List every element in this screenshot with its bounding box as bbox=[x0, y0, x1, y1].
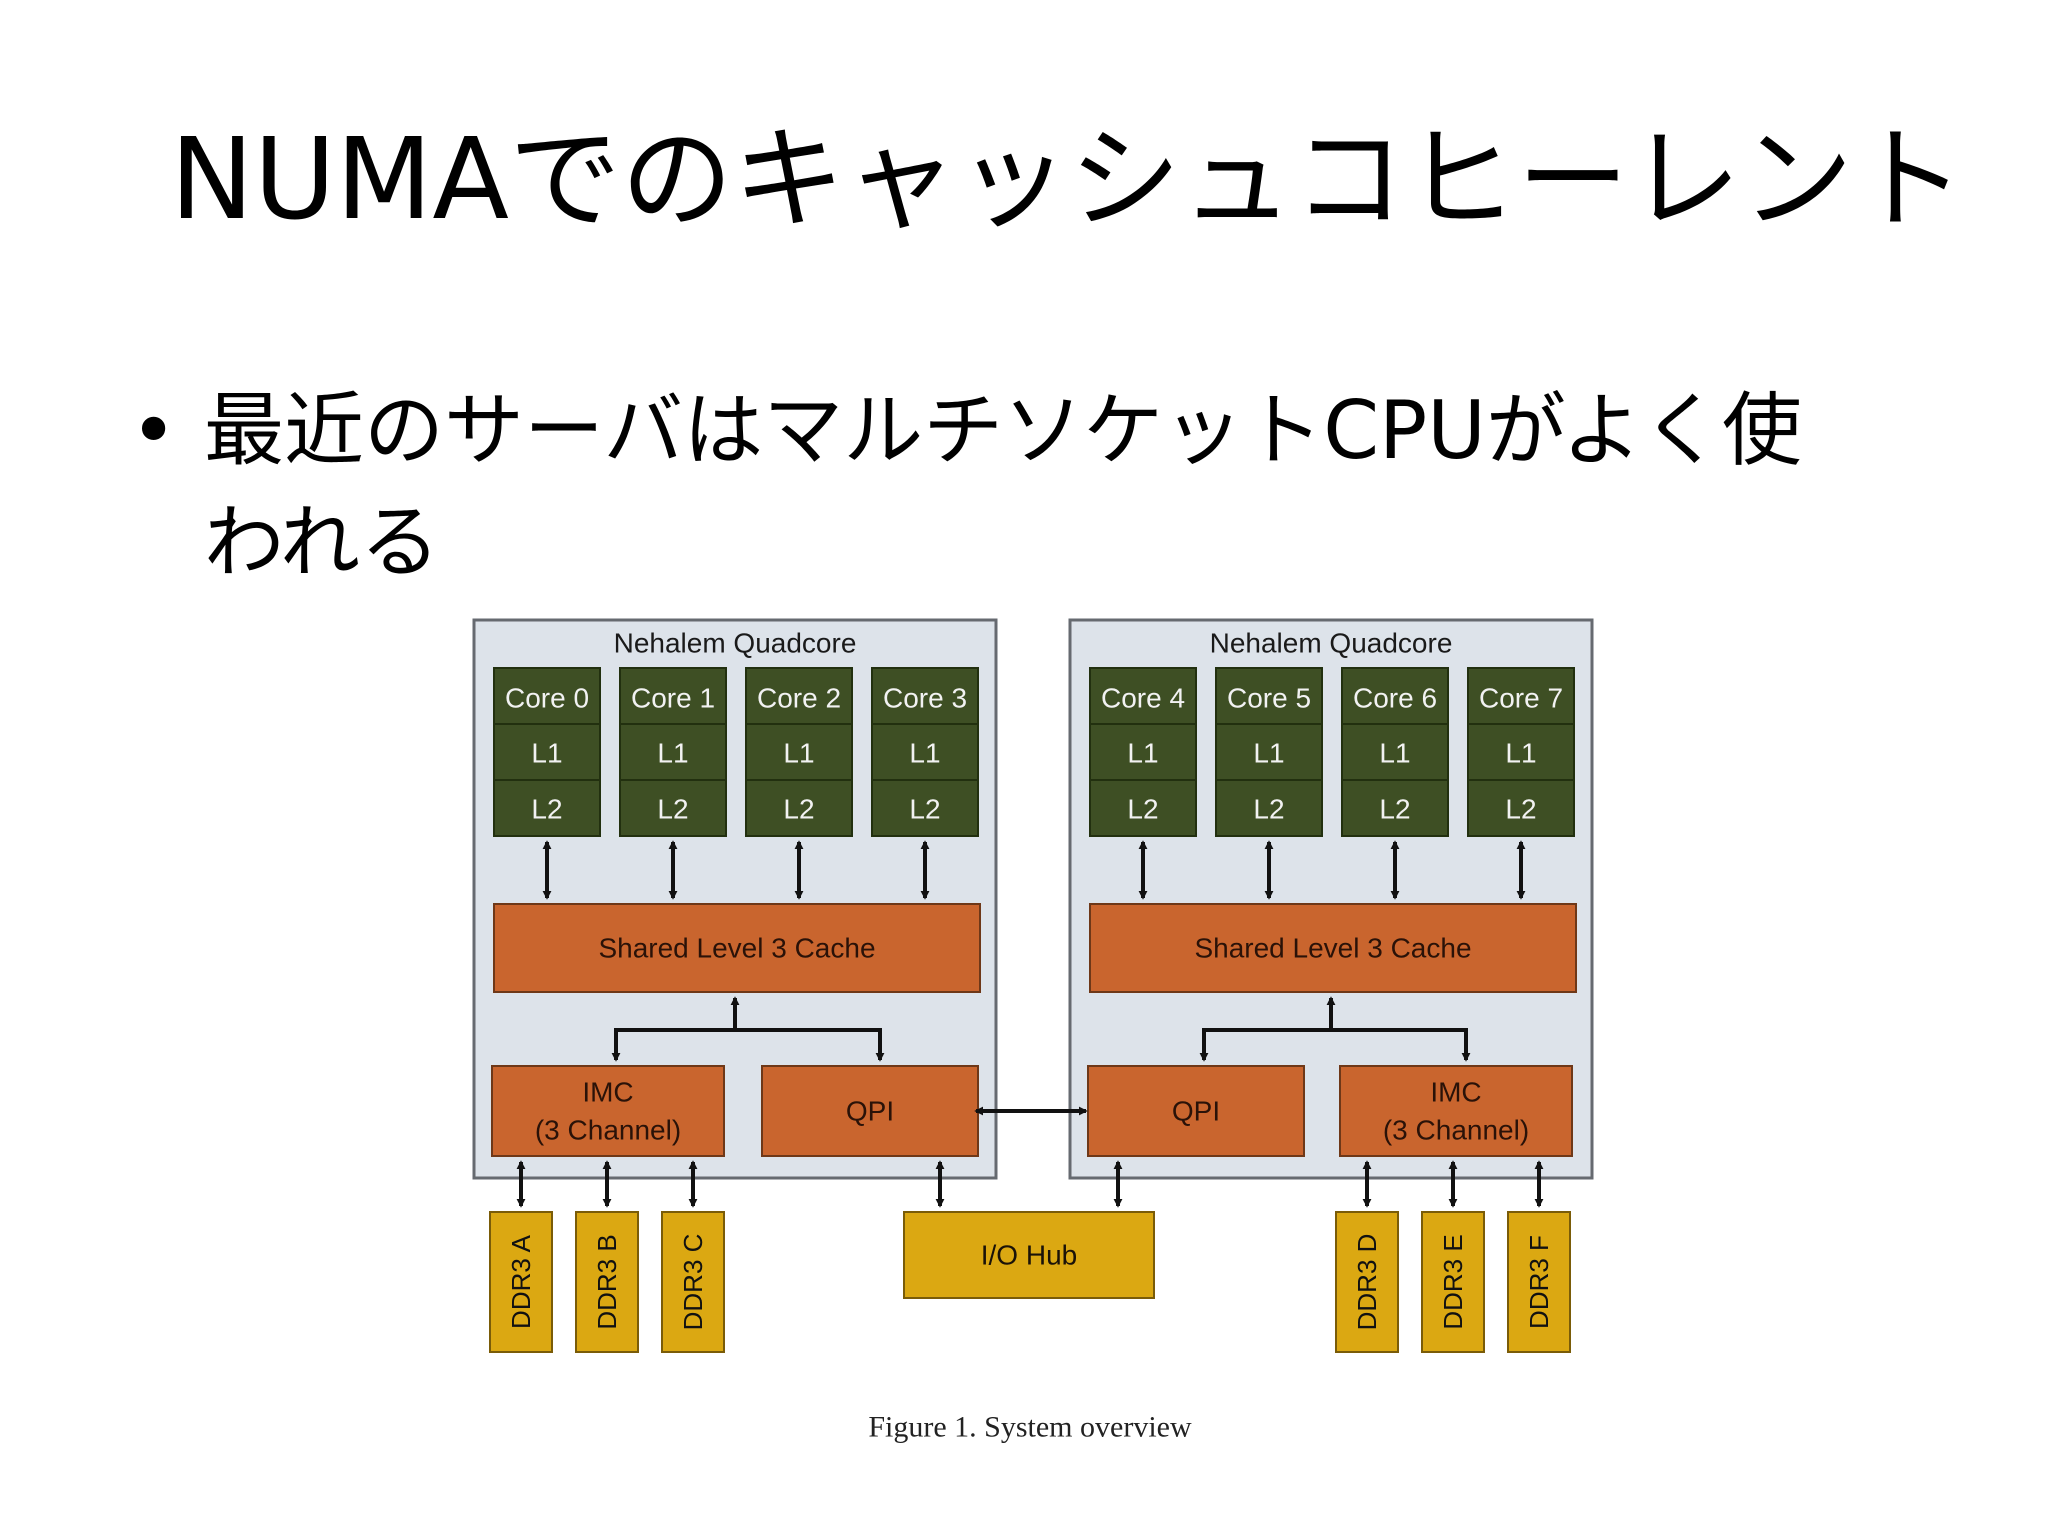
l3-cache bbox=[493, 903, 981, 993]
l3-cache bbox=[1089, 903, 1577, 993]
core-box bbox=[1467, 667, 1575, 725]
ddr3-label: DDR3 D bbox=[1352, 1234, 1382, 1331]
core-label: Core 3 bbox=[883, 683, 967, 714]
socket-label: Nehalem Quadcore bbox=[614, 628, 857, 659]
ddr3-module bbox=[661, 1211, 725, 1353]
core-box bbox=[619, 667, 727, 725]
l3-label: Shared Level 3 Cache bbox=[598, 933, 875, 964]
l2-cache bbox=[1467, 779, 1575, 837]
l2-cache bbox=[1089, 779, 1197, 837]
ddr3-module bbox=[1421, 1211, 1485, 1353]
l2-label: L2 bbox=[657, 794, 688, 825]
l1-cache bbox=[745, 723, 853, 781]
imc-label: IMC bbox=[582, 1077, 633, 1108]
l1-label: L1 bbox=[1253, 738, 1284, 769]
ddr3-label: DDR3 A bbox=[506, 1234, 536, 1329]
l1-label: L1 bbox=[531, 738, 562, 769]
l1-label: L1 bbox=[1505, 738, 1536, 769]
ddr3-label: DDR3 C bbox=[678, 1234, 708, 1331]
bullet-dot: • bbox=[130, 384, 178, 477]
core-label: Core 1 bbox=[631, 683, 715, 714]
core-label: Core 2 bbox=[757, 683, 841, 714]
core-label: Core 0 bbox=[505, 683, 589, 714]
io-hub bbox=[903, 1211, 1155, 1299]
bullet-line-2: われる bbox=[204, 496, 440, 589]
ddr3-module bbox=[1335, 1211, 1399, 1353]
l2-label: L2 bbox=[1379, 794, 1410, 825]
slide-title: NUMAでのキャッシュコヒーレント bbox=[170, 115, 1966, 245]
io-hub-label: I/O Hub bbox=[981, 1240, 1077, 1271]
ddr3-module bbox=[1507, 1211, 1571, 1353]
socket-label: Nehalem Quadcore bbox=[1210, 628, 1453, 659]
l2-cache bbox=[1215, 779, 1323, 837]
l2-cache bbox=[871, 779, 979, 837]
core-box bbox=[493, 667, 601, 725]
imc-label: IMC bbox=[1430, 1077, 1481, 1108]
qpi-label: QPI bbox=[846, 1096, 894, 1127]
imc-box bbox=[491, 1065, 725, 1157]
imc-channel-label: (3 Channel) bbox=[535, 1115, 681, 1146]
core-label: Core 4 bbox=[1101, 683, 1185, 714]
l1-label: L1 bbox=[909, 738, 940, 769]
l2-label: L2 bbox=[531, 794, 562, 825]
l3-branch-right bbox=[735, 1028, 885, 1062]
ddr3-module bbox=[489, 1211, 553, 1353]
l1-label: L1 bbox=[783, 738, 814, 769]
bullet-line-1: 最近のサーバはマルチソケットCPUがよく使 bbox=[204, 384, 1802, 477]
l3-branch-left bbox=[1199, 1028, 1331, 1062]
core-box bbox=[1089, 667, 1197, 725]
l1-label: L1 bbox=[657, 738, 688, 769]
l2-cache bbox=[619, 779, 727, 837]
l1-cache bbox=[1089, 723, 1197, 781]
l1-cache bbox=[1467, 723, 1575, 781]
l1-label: L1 bbox=[1127, 738, 1158, 769]
l2-label: L2 bbox=[1127, 794, 1158, 825]
core-label: Core 5 bbox=[1227, 683, 1311, 714]
l2-label: L2 bbox=[783, 794, 814, 825]
l2-cache bbox=[1341, 779, 1449, 837]
l1-cache bbox=[871, 723, 979, 781]
l3-branch-left bbox=[611, 1028, 735, 1062]
qpi-box bbox=[1087, 1065, 1305, 1157]
l2-label: L2 bbox=[1253, 794, 1284, 825]
core-box bbox=[745, 667, 853, 725]
imc-box bbox=[1339, 1065, 1573, 1157]
core-box bbox=[871, 667, 979, 725]
ddr3-label: DDR3 B bbox=[592, 1234, 622, 1329]
core-label: Core 6 bbox=[1353, 683, 1437, 714]
ddr3-label: DDR3 F bbox=[1524, 1235, 1554, 1329]
l2-cache bbox=[493, 779, 601, 837]
qpi-label: QPI bbox=[1172, 1096, 1220, 1127]
l2-cache bbox=[745, 779, 853, 837]
qpi-box bbox=[761, 1065, 979, 1157]
imc-channel-label: (3 Channel) bbox=[1383, 1115, 1529, 1146]
core-label: Core 7 bbox=[1479, 683, 1563, 714]
l2-label: L2 bbox=[909, 794, 940, 825]
ddr3-label: DDR3 E bbox=[1438, 1234, 1468, 1329]
l3-label: Shared Level 3 Cache bbox=[1194, 933, 1471, 964]
figure-caption: Figure 1. System overview bbox=[868, 1411, 1192, 1444]
l1-label: L1 bbox=[1379, 738, 1410, 769]
ddr3-module bbox=[575, 1211, 639, 1353]
bullet-text: 最近のサーバはマルチソケットCPUがよく使 われる bbox=[204, 375, 1904, 599]
l1-cache bbox=[1215, 723, 1323, 781]
l2-label: L2 bbox=[1505, 794, 1536, 825]
l3-branch-right bbox=[1331, 1028, 1471, 1062]
